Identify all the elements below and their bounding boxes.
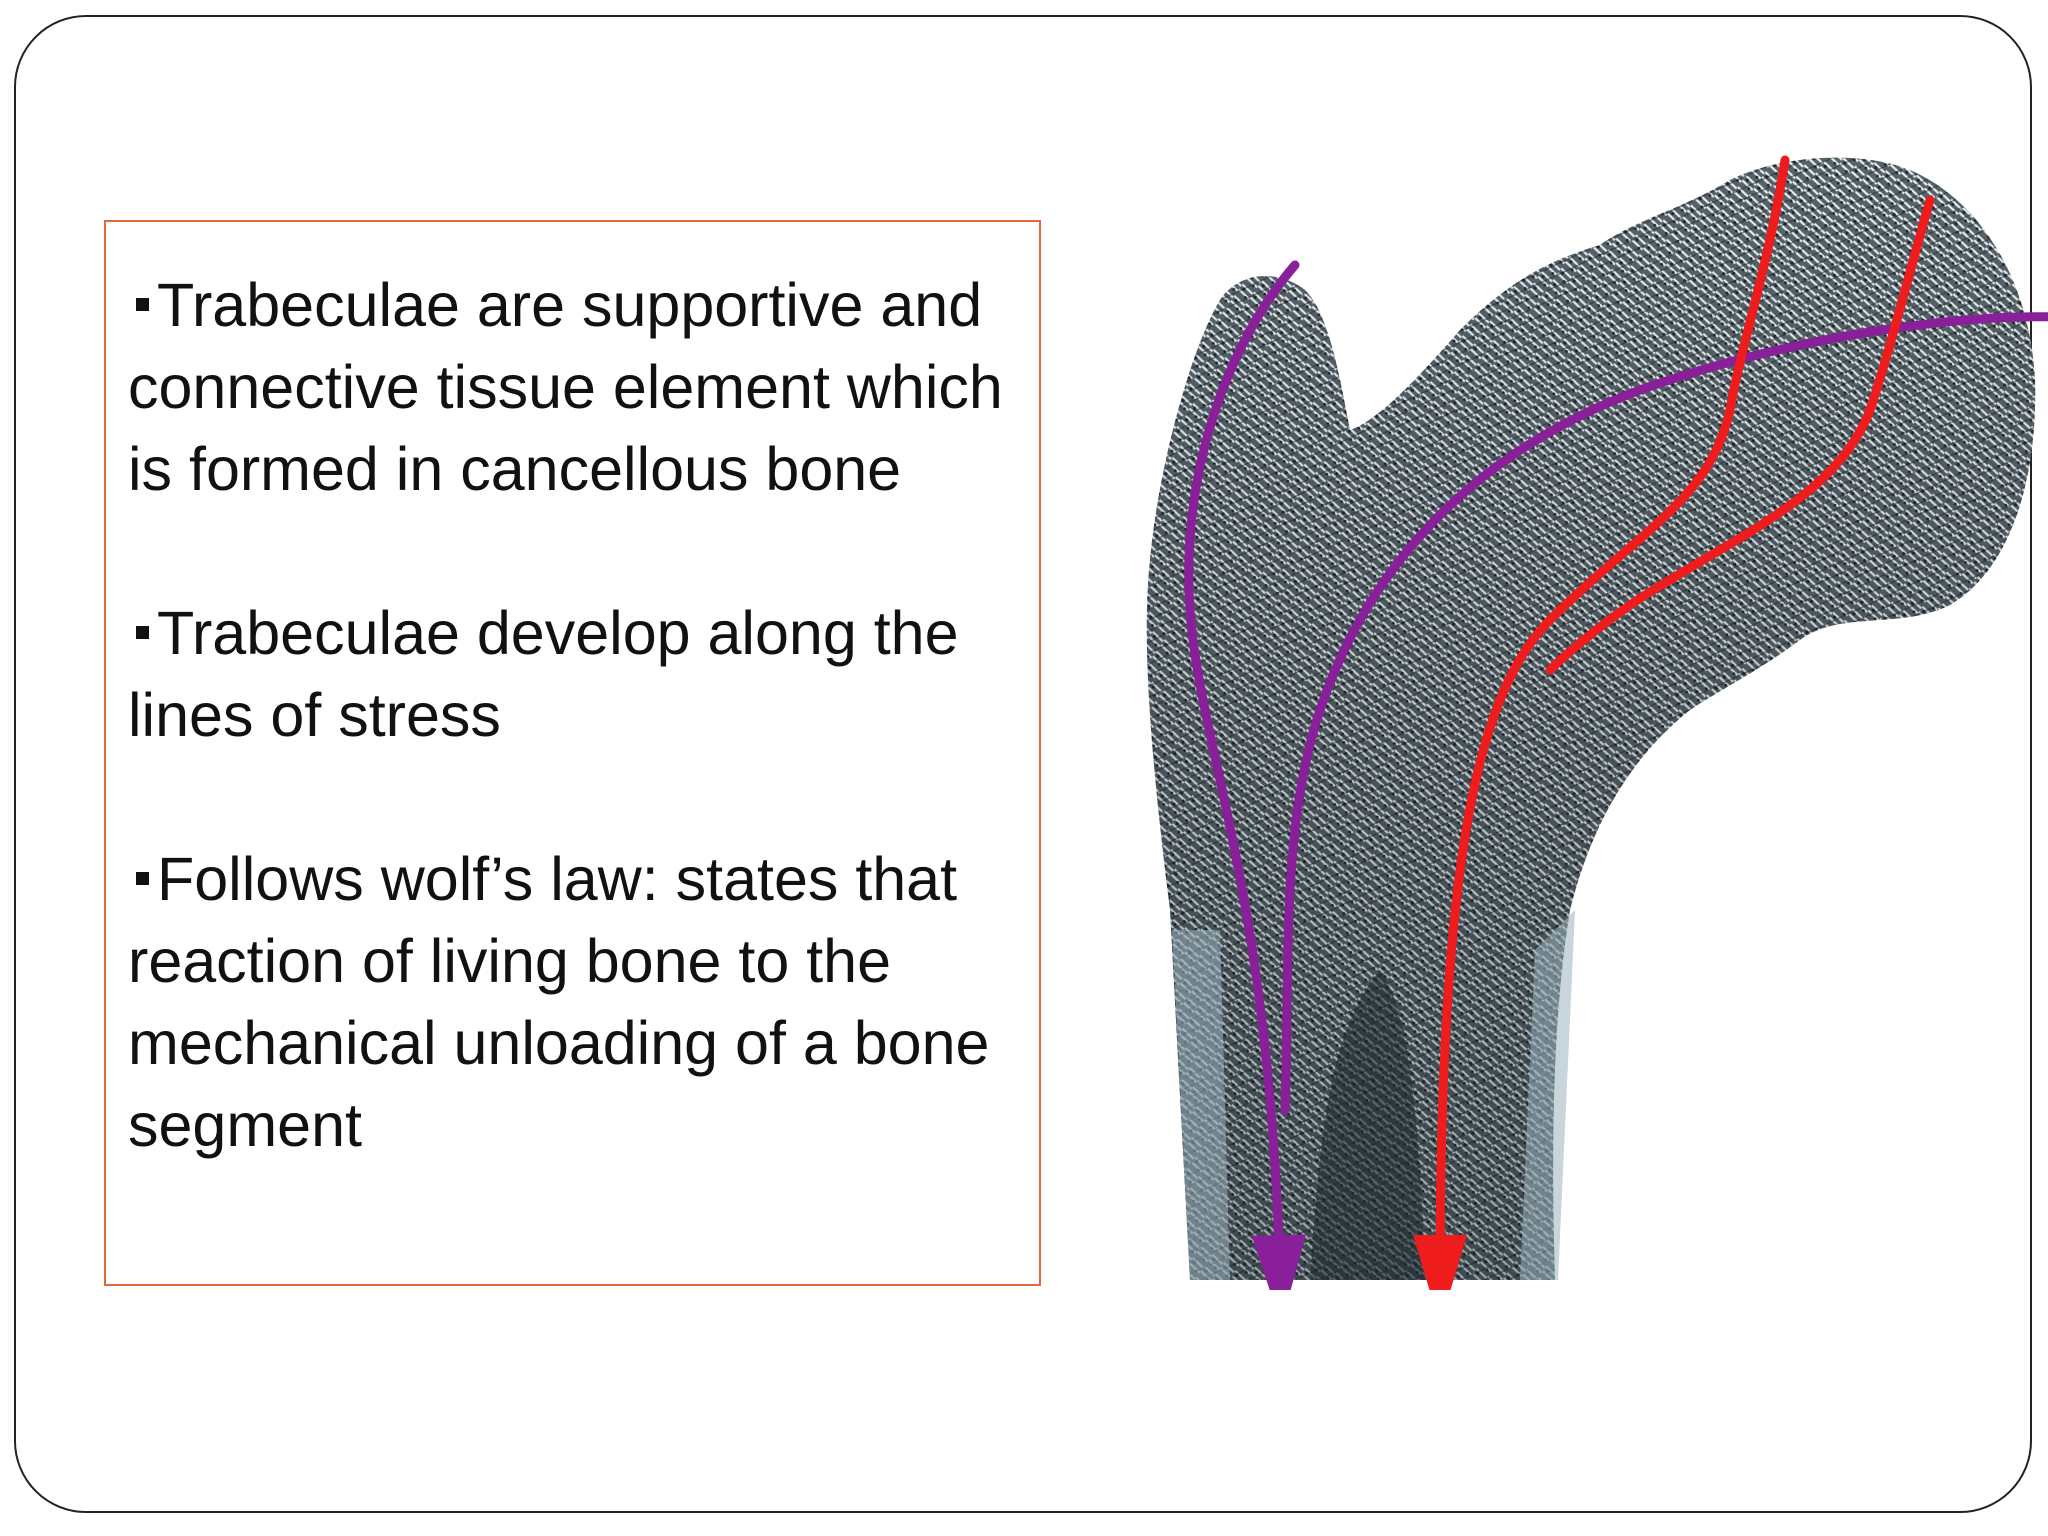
bullet-item: Follows wolf’s law: states that reaction… [128,838,1029,1166]
red-stress-line-1 [1413,155,1790,1290]
bullet-list: Trabeculae are supportive and connective… [128,264,1029,1166]
text-box: Trabeculae are supportive and connective… [104,220,1041,1286]
square-bullet-icon [136,298,149,312]
femur-illustration [1146,155,2048,1290]
femur-bone [1146,157,2036,1281]
bullet-item: Trabeculae are supportive and connective… [128,264,1029,510]
square-bullet-icon [136,626,149,640]
femur-figure [1080,150,2048,1290]
square-bullet-icon [136,872,149,886]
bullet-text: Follows wolf’s law: states that reaction… [128,845,990,1159]
bullet-item: Trabeculae develop along the lines of st… [128,592,1029,756]
red-stress-line-2 [1545,195,1935,675]
purple-stress-line-2 [1280,312,2048,1115]
bullet-text: Trabeculae develop along the lines of st… [128,599,959,749]
purple-stress-line-1 [1184,260,1306,1290]
bullet-text: Trabeculae are supportive and connective… [128,271,1003,503]
